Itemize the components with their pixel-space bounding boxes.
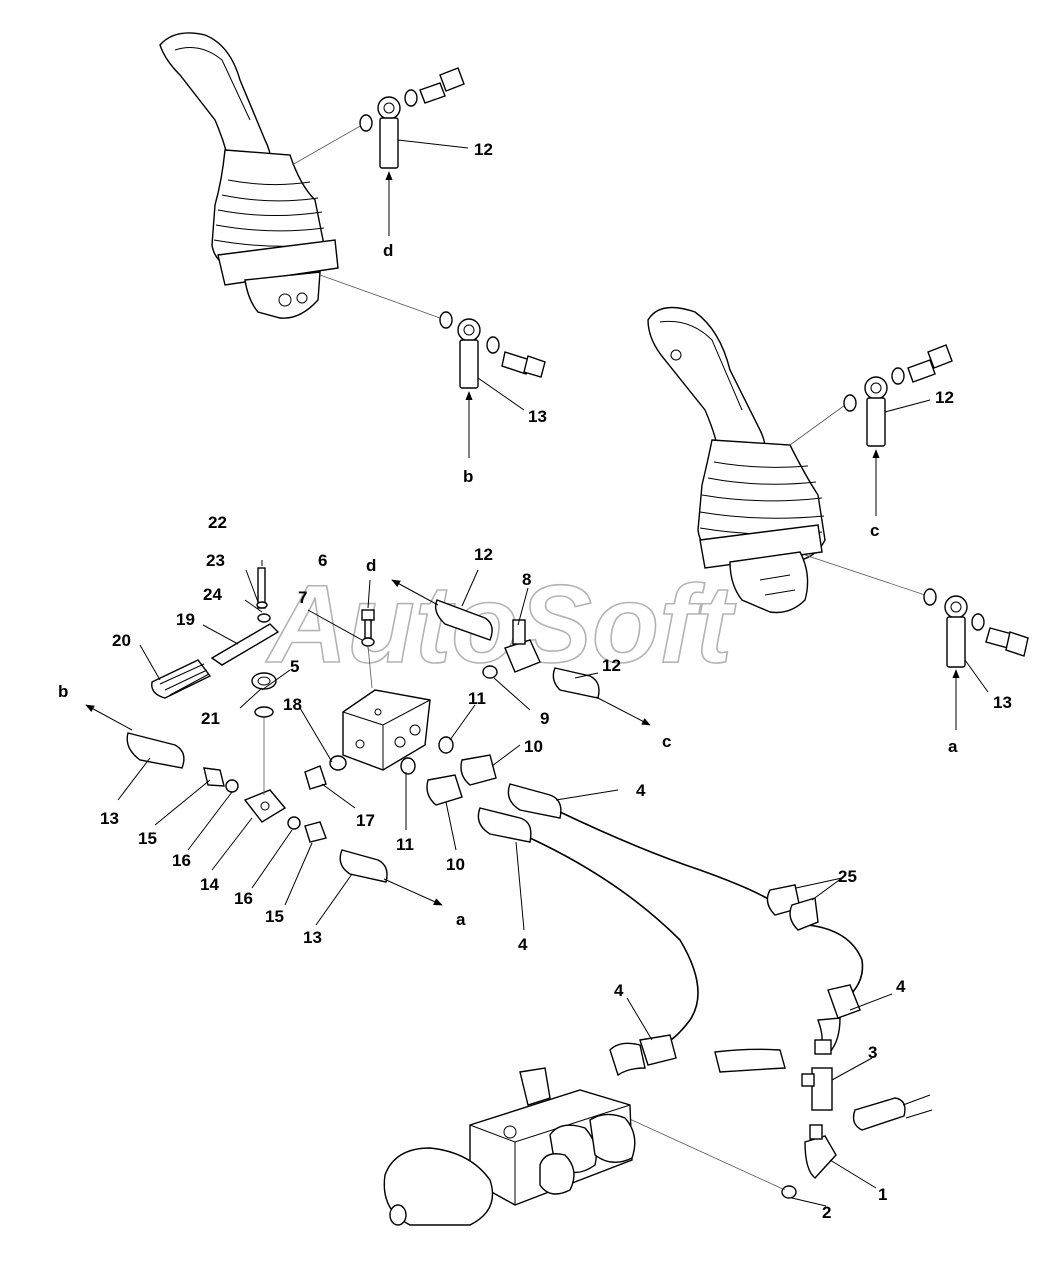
label-8: 8 xyxy=(522,570,531,589)
label-12: 12 xyxy=(474,545,493,564)
label-2: 2 xyxy=(822,1203,831,1222)
label-9: 9 xyxy=(540,709,549,728)
watermark-text: AutoSoft xyxy=(265,563,737,686)
label-19: 19 xyxy=(176,610,195,629)
label-25: 25 xyxy=(838,867,857,886)
direction-arrows xyxy=(85,171,960,906)
label-c: c xyxy=(870,521,879,540)
label-4: 4 xyxy=(896,977,906,996)
label-14: 14 xyxy=(200,875,219,894)
label-5: 5 xyxy=(290,657,299,676)
label-11: 11 xyxy=(468,689,486,708)
label-12: 12 xyxy=(935,388,954,407)
label-22: 22 xyxy=(208,513,227,532)
label-b: b xyxy=(463,467,473,486)
label-15: 15 xyxy=(265,907,284,926)
screw-6-nut-7 xyxy=(361,609,375,689)
tee-fitting-8 xyxy=(482,619,541,679)
seals-11-18 xyxy=(329,736,454,775)
label-17: 17 xyxy=(356,811,375,830)
label-a: a xyxy=(948,737,958,756)
control-valve-assembly xyxy=(383,1067,636,1226)
label-11: 11 xyxy=(396,835,414,854)
label-13: 13 xyxy=(993,693,1012,712)
label-12: 12 xyxy=(602,656,621,675)
label-1: 1 xyxy=(878,1185,887,1204)
hose-elbow-4-right xyxy=(814,984,861,1055)
label-4: 4 xyxy=(636,781,646,800)
ball-joint-13-right xyxy=(804,554,1029,668)
label-10: 10 xyxy=(446,855,465,874)
ball-joint-12-top xyxy=(291,67,465,169)
hose-elbow-4-left xyxy=(609,1034,677,1077)
label-13: 13 xyxy=(528,407,547,426)
label-4: 4 xyxy=(518,935,528,954)
clamps-25 xyxy=(766,884,819,931)
label-10: 10 xyxy=(524,737,543,756)
label-3: 3 xyxy=(868,1043,877,1062)
label-18: 18 xyxy=(283,695,302,714)
label-12: 12 xyxy=(474,140,493,159)
fittings-left xyxy=(126,716,388,883)
left-joystick xyxy=(159,32,339,319)
part-labels: 12 d 13 b 12 c 13 a 22 23 24 19 20 21 5 … xyxy=(58,140,1012,1222)
valve-block-5 xyxy=(342,689,431,771)
label-16: 16 xyxy=(172,851,191,870)
ball-joint-13-top xyxy=(319,274,546,389)
hose-ends-4-center xyxy=(477,783,562,843)
label-6: 6 xyxy=(318,551,327,570)
label-13: 13 xyxy=(100,809,119,828)
right-joystick xyxy=(647,306,826,614)
label-21: 21 xyxy=(201,709,220,728)
adapters-10 xyxy=(426,754,497,806)
label-23: 23 xyxy=(206,551,225,570)
lever-19-pad-20 xyxy=(151,567,280,718)
label-c: c xyxy=(662,732,671,751)
label-24: 24 xyxy=(203,585,222,604)
hoses-4 xyxy=(529,811,864,1046)
label-a: a xyxy=(456,910,466,929)
leader-lines xyxy=(117,139,989,1207)
label-7: 7 xyxy=(298,588,307,607)
label-4: 4 xyxy=(614,981,624,1000)
label-15: 15 xyxy=(138,829,157,848)
label-20: 20 xyxy=(112,631,131,650)
label-16: 16 xyxy=(234,889,253,908)
label-d: d xyxy=(366,556,376,575)
label-13: 13 xyxy=(303,928,322,947)
ball-joint-12-right xyxy=(789,344,953,447)
fittings-1-2-3 xyxy=(609,1048,933,1199)
label-b: b xyxy=(58,682,68,701)
label-d: d xyxy=(383,241,393,260)
